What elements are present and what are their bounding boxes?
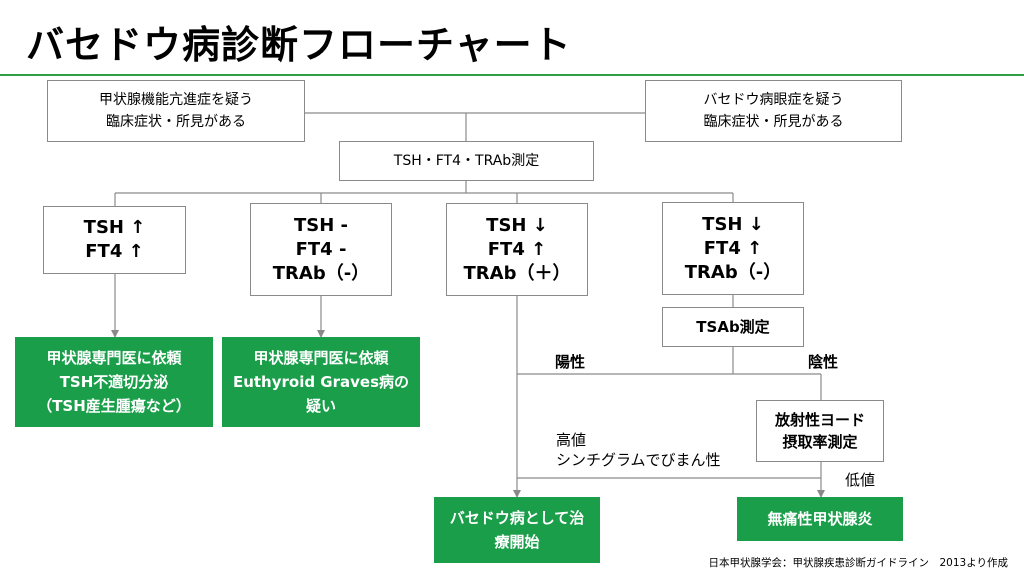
title-underline (0, 74, 1024, 76)
branch1-box: TSH ↑ FT4 ↑ (43, 206, 186, 274)
branch1-line2: FT4 ↑ (85, 241, 144, 262)
result1-line1: 甲状腺専門医に依頼 (46, 349, 182, 367)
branch2-line1: TSH - (293, 214, 349, 236)
result2-line1: 甲状腺専門医に依頼 (253, 349, 389, 367)
branch1-line1: TSH ↑ (83, 217, 146, 238)
branch2-box: TSH - FT4 - TRAb（-） (250, 203, 392, 296)
tsab-label: TSAb測定 (696, 318, 770, 336)
branch4-line2: FT4 ↑ (703, 237, 763, 259)
branch3-line1: TSH ↓ (486, 214, 548, 236)
result1-box: 甲状腺専門医に依頼 TSH不適切分泌 （TSH産生腫瘍など） (15, 337, 213, 427)
result2-line3: 疑い (305, 397, 336, 415)
branch4-box: TSH ↓ FT4 ↑ TRAb（-） (662, 202, 804, 295)
high-line2: シンチグラムでびまん性 (556, 451, 721, 469)
top-right-box: バセドウ病眼症を疑う 臨床症状・所見がある (645, 80, 902, 142)
treat-line2: 療開始 (494, 533, 540, 551)
top-left-line1: 甲状腺機能亢進症を疑う (99, 92, 253, 108)
tsab-box: TSAb測定 (662, 307, 804, 347)
result2-box: 甲状腺専門医に依頼 Euthyroid Graves病の 疑い (222, 337, 420, 427)
result2-line2: Euthyroid Graves病の (232, 373, 410, 391)
high-label: 高値 シンチグラムでびまん性 (556, 430, 721, 470)
positive-label: 陽性 (555, 353, 586, 371)
top-left-box: 甲状腺機能亢進症を疑う 臨床症状・所見がある (47, 80, 305, 142)
citation: 日本甲状腺学会：甲状腺疾患診断ガイドライン 2013より作成 (708, 557, 1008, 569)
treat-box: バセドウ病として治 療開始 (434, 497, 600, 563)
branch4-line1: TSH ↓ (702, 213, 764, 235)
branch3-box: TSH ↓ FT4 ↑ TRAb（＋） (446, 203, 588, 296)
painless-label: 無痛性甲状腺炎 (767, 510, 873, 528)
iodine-line1: 放射性ヨード (774, 411, 865, 429)
page-title: バセドウ病診断フローチャート (26, 23, 572, 67)
iodine-line2: 摂取率測定 (782, 433, 858, 451)
low-label: 低値 (845, 471, 876, 489)
top-left-line2: 臨床症状・所見がある (106, 114, 246, 130)
top-right-line2: 臨床症状・所見がある (703, 114, 844, 130)
branch2-line2: FT4 - (295, 238, 347, 260)
painless-box: 無痛性甲状腺炎 (737, 497, 903, 541)
measure-label: TSH・FT4・TRAb測定 (393, 153, 540, 169)
treat-line1: バセドウ病として治 (449, 509, 585, 527)
negative-label: 陰性 (808, 353, 839, 371)
high-line1: 高値 (556, 431, 587, 449)
branch3-line3: TRAb（＋） (463, 262, 571, 284)
iodine-box: 放射性ヨード 摂取率測定 (756, 400, 884, 462)
branch4-line3: TRAb（-） (684, 261, 782, 283)
measure-box: TSH・FT4・TRAb測定 (339, 141, 594, 181)
result1-line3: （TSH産生腫瘍など） (37, 397, 191, 415)
result1-line2: TSH不適切分泌 (59, 373, 169, 391)
branch3-line2: FT4 ↑ (487, 238, 547, 260)
branch2-line3: TRAb（-） (272, 262, 370, 284)
top-right-line1: バセドウ病眼症を疑う (703, 92, 844, 108)
